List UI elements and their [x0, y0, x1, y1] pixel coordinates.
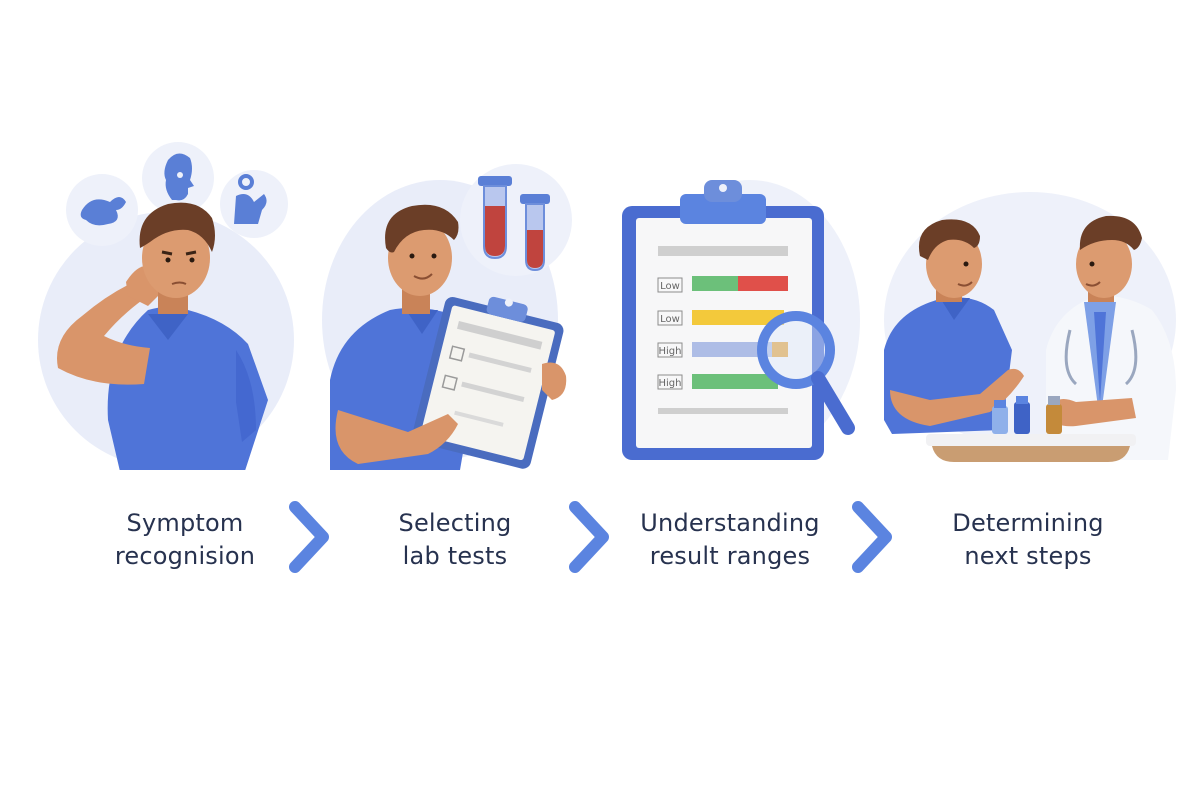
thought-bubble-stomach-icon	[66, 174, 138, 246]
chevron-right-icon	[565, 497, 615, 577]
step-1-illustration	[30, 130, 310, 470]
magnifier-icon	[757, 311, 855, 435]
medicine-bottle-icon	[1014, 396, 1030, 434]
svg-text:High: High	[659, 346, 682, 357]
step-3-label-line1: Understanding	[640, 509, 820, 537]
step-3-label-line2: result ranges	[649, 542, 811, 570]
step-4-label-line1: Determining	[952, 509, 1104, 537]
step-1-label-line1: Symptom	[126, 509, 244, 537]
step-3-illustration: Low Low High High	[600, 170, 870, 470]
step-4-label-line2: next steps	[964, 542, 1092, 570]
thought-bubble-body-icon	[220, 170, 288, 238]
svg-text:Low: Low	[660, 314, 680, 325]
range-row-high-2: High	[657, 374, 778, 390]
range-row-high-1: High	[657, 342, 788, 358]
thought-bubble-head-icon	[142, 142, 214, 214]
step-1-label-line2: recognision	[114, 542, 256, 570]
range-row-low-1: Low	[657, 276, 788, 293]
step-2-label-line1: Selecting	[398, 509, 512, 537]
step-4-label: Determining next steps	[918, 507, 1138, 573]
range-row-low-2: Low	[657, 310, 784, 326]
chevron-right-icon	[285, 497, 335, 577]
step-2-illustration	[310, 160, 590, 470]
medicine-bottle-icon	[1046, 396, 1062, 434]
test-tube-icon	[520, 194, 550, 272]
test-tube-icon	[478, 176, 512, 260]
svg-text:High: High	[659, 378, 682, 389]
step-3-label: Understanding result ranges	[620, 507, 840, 573]
step-2-label-line2: lab tests	[402, 542, 508, 570]
step-1-label: Symptom recognision	[80, 507, 290, 573]
chevron-right-icon	[848, 497, 898, 577]
step-4-illustration	[870, 180, 1190, 480]
svg-text:Low: Low	[660, 281, 680, 292]
medicine-bottle-icon	[992, 400, 1008, 434]
step-2-label: Selecting lab tests	[350, 507, 560, 573]
